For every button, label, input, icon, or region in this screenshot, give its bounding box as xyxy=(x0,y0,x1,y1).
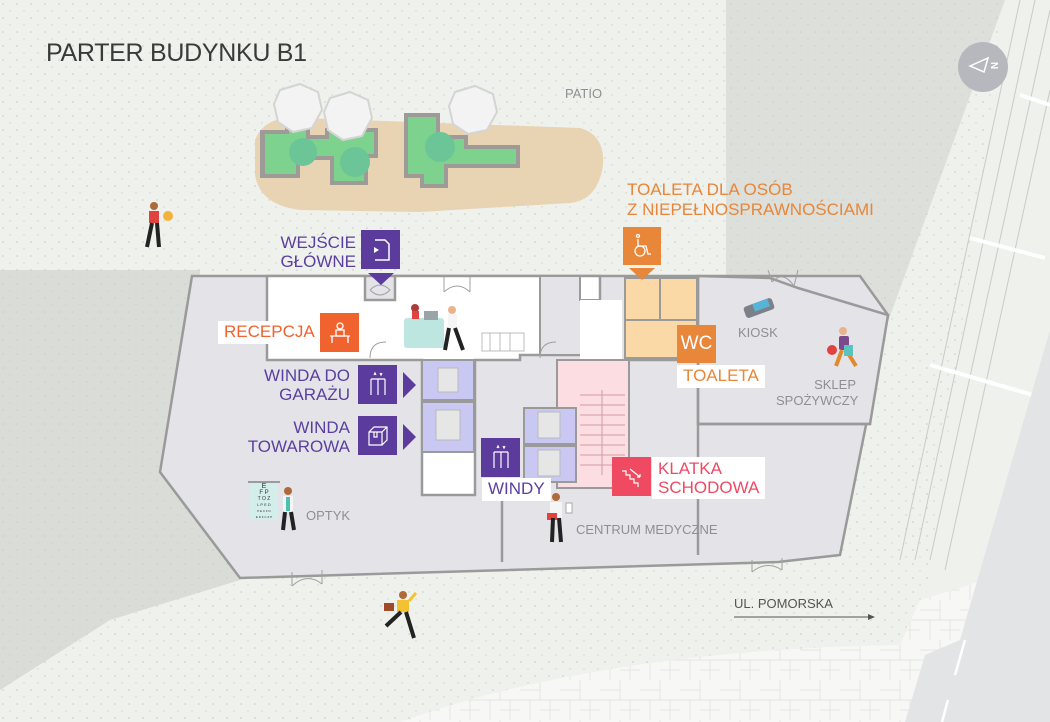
garage-elevator-label: WINDA DO GARAŻU xyxy=(250,366,350,404)
area-label-kiosk: KIOSK xyxy=(738,325,778,340)
door-icon xyxy=(291,570,323,587)
toilet-label: TOALETA xyxy=(677,365,765,388)
compass-label: N xyxy=(990,61,1002,70)
person-with-sign xyxy=(145,202,173,248)
main-entrance-label: WEJŚCIE GŁÓWNE xyxy=(272,233,356,271)
umbrella-icon xyxy=(322,90,374,142)
corridor xyxy=(580,300,622,360)
door-icon xyxy=(539,341,557,359)
area-label-optician: OPTYK xyxy=(306,508,351,523)
elevators-label: WINDY xyxy=(482,478,551,501)
umbrellas xyxy=(272,82,499,142)
doors xyxy=(291,269,799,587)
garage-elevator-line2: GARAŻU xyxy=(279,385,350,404)
eye-chart-row: T O Z xyxy=(257,496,271,502)
door-icon xyxy=(369,341,387,359)
umbrella-icon xyxy=(272,82,324,134)
accessible-toilet-line1: TOALETA DLA OSÓB xyxy=(627,180,793,199)
optician-person xyxy=(281,487,296,531)
package-box-icon xyxy=(358,416,397,455)
umbrella-icon xyxy=(447,84,499,136)
area-label-grocery: SKLEP SPOŻYWCZY xyxy=(776,377,859,408)
door-icon xyxy=(767,269,799,287)
garage-elevator-line1: WINDA DO xyxy=(264,366,350,385)
elevator-icon xyxy=(358,365,397,404)
eye-chart-row: P E C F D xyxy=(257,509,271,513)
freight-elevator-line1: WINDA xyxy=(293,418,350,437)
street-arrow-icon xyxy=(734,614,875,620)
freight-elevator-line2: TOWAROWA xyxy=(247,437,350,456)
eye-chart-row: E D F C Z P xyxy=(255,515,273,519)
paved-area xyxy=(400,560,1050,722)
freight-lift-pointer-icon xyxy=(403,424,416,450)
main-entrance-line1: WEJŚCIE xyxy=(280,233,356,252)
street-label: UL. POMORSKA xyxy=(734,596,833,611)
door-icon xyxy=(443,276,471,293)
street-road xyxy=(905,330,1050,722)
accessible-toilet-line2: Z NIEPEŁNOSPRAWNOŚCIAMI xyxy=(627,200,874,219)
reception-desk xyxy=(404,304,465,351)
area-label-patio: PATIO xyxy=(565,86,603,101)
eye-chart-row: E xyxy=(261,483,267,490)
lane-markings xyxy=(940,639,967,722)
accessible-toilet-label: TOALETA DLA OSÓB Z NIEPEŁNOSPRAWNOŚCIAMI xyxy=(627,180,874,220)
kiosk-machine-icon xyxy=(743,298,775,318)
north-arrow-icon xyxy=(968,56,990,74)
garage-lift-pointer-icon xyxy=(403,372,416,398)
eye-chart-letters: E F P T O Z L P E D P E C F D E D F C Z … xyxy=(252,483,276,520)
reception-label: RECEPCJA xyxy=(218,321,321,344)
entrance-door-icon xyxy=(361,230,400,269)
page-title: PARTER BUDYNKU B1 xyxy=(46,39,307,67)
wc-badge: WC xyxy=(677,325,716,363)
toilet-pointer-icon xyxy=(629,268,655,280)
road-markings xyxy=(929,93,1050,402)
eye-chart-row: F P xyxy=(259,490,269,496)
eye-chart xyxy=(248,481,280,520)
freight-elevator-label: WINDA TOWAROWA xyxy=(240,418,350,456)
elevator-icon xyxy=(481,438,520,477)
door-icon xyxy=(751,558,783,573)
entrance-pointer-icon xyxy=(368,273,394,285)
person-running-with-briefcase xyxy=(384,591,418,639)
door-icon xyxy=(369,284,391,296)
doctor-person xyxy=(547,493,573,543)
railing xyxy=(481,332,525,352)
reception-desk-icon xyxy=(320,313,359,352)
main-entrance-line2: GŁÓWNE xyxy=(280,252,356,271)
eye-chart-row: L P E D xyxy=(257,502,271,507)
stairs-line2: SCHODOWA xyxy=(658,478,760,497)
stairs-line1: KLATKA xyxy=(658,459,722,478)
stairs-icon xyxy=(612,457,651,496)
elevator-doors xyxy=(435,367,561,477)
stairs-label: KLATKA SCHODOWA xyxy=(652,457,766,499)
compass-button[interactable]: N xyxy=(958,42,1008,92)
wheelchair-icon xyxy=(623,227,661,265)
road-lines xyxy=(899,0,1050,571)
person-walking-with-bags xyxy=(827,327,858,368)
area-label-medical: CENTRUM MEDYCZNE xyxy=(576,522,718,537)
planter-right xyxy=(404,113,520,188)
